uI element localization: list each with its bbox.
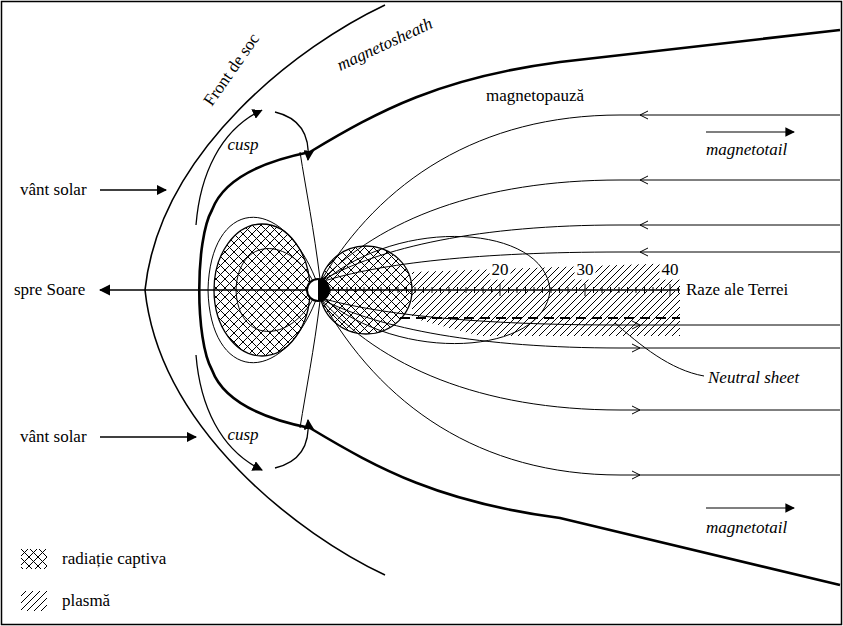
region-label: magnetotail xyxy=(706,141,787,160)
legend-swatch xyxy=(20,590,48,612)
legend-text: radiație captiva xyxy=(62,550,166,569)
magnetotail-arrow xyxy=(706,132,794,508)
tail-field-line xyxy=(321,299,840,348)
earth-symbol xyxy=(307,279,329,301)
region-label: Front de soc xyxy=(200,30,264,110)
legend-row: radiație captiva xyxy=(20,548,166,570)
boundary-label: magnetopauză xyxy=(486,87,584,106)
tail-field-line xyxy=(321,298,840,479)
cusp-flow-arrow xyxy=(196,110,262,225)
field-line xyxy=(300,152,320,279)
direction-label: spre Soare xyxy=(14,281,85,300)
flow-label: vânt solar xyxy=(20,428,87,447)
tail-field-line xyxy=(321,252,840,282)
plasma-sheet xyxy=(412,291,680,336)
tail-field-line xyxy=(640,111,648,119)
tail-field-line xyxy=(321,225,840,281)
tail-field-line xyxy=(632,344,640,352)
axis xyxy=(100,284,680,296)
tail-field-line xyxy=(321,180,840,281)
tail-field-line xyxy=(321,298,840,325)
tail-field-line xyxy=(640,248,648,256)
magnetotail-arrow xyxy=(706,507,794,508)
tail-field-line xyxy=(321,115,840,281)
neutral-sheet-line xyxy=(400,317,680,319)
cusp-label: cusp xyxy=(227,136,258,155)
tail-field-line xyxy=(632,321,640,329)
magnetopause xyxy=(310,428,840,585)
region-label: Neutral sheet xyxy=(708,369,799,388)
tail-field-line xyxy=(321,111,840,282)
leader-line xyxy=(615,323,704,376)
magnetopause xyxy=(199,30,840,585)
cusp-flow-arrow xyxy=(275,420,308,468)
axis-number: 30 xyxy=(575,261,596,280)
legend-swatch-fill xyxy=(21,549,47,569)
legend-swatch xyxy=(20,548,48,570)
tail-field-line xyxy=(632,406,640,414)
field-line xyxy=(300,301,320,428)
magnetotail-arrow xyxy=(706,131,794,132)
flow-label: vânt solar xyxy=(20,181,87,200)
cusp-flow-arrow xyxy=(196,355,262,470)
cusp-flow-arrow xyxy=(275,112,308,160)
region-label: magnetotail xyxy=(706,519,787,538)
solar-wind-arrow xyxy=(100,189,166,190)
tail-field-line xyxy=(321,299,840,410)
earth-symbol xyxy=(307,279,329,301)
tail-field-line xyxy=(632,471,640,479)
solar-wind-arrow xyxy=(100,436,196,437)
axis xyxy=(330,284,679,296)
earth-symbol xyxy=(318,279,329,301)
solar-wind-arrow xyxy=(100,190,196,437)
tail-field-line xyxy=(640,176,648,184)
legend-swatch-fill xyxy=(21,591,47,611)
tail-field-line xyxy=(640,221,648,229)
axis-number: 40 xyxy=(660,261,681,280)
legend-text: plasmă xyxy=(62,592,110,611)
axis-number: 20 xyxy=(490,261,511,280)
legend-row: plasmă xyxy=(20,590,110,612)
tail-field-line xyxy=(321,299,840,475)
axis-unit: Raze ale Terrei xyxy=(686,281,788,300)
cusp-label: cusp xyxy=(227,426,258,445)
cusp-flow-arrow xyxy=(196,110,308,470)
